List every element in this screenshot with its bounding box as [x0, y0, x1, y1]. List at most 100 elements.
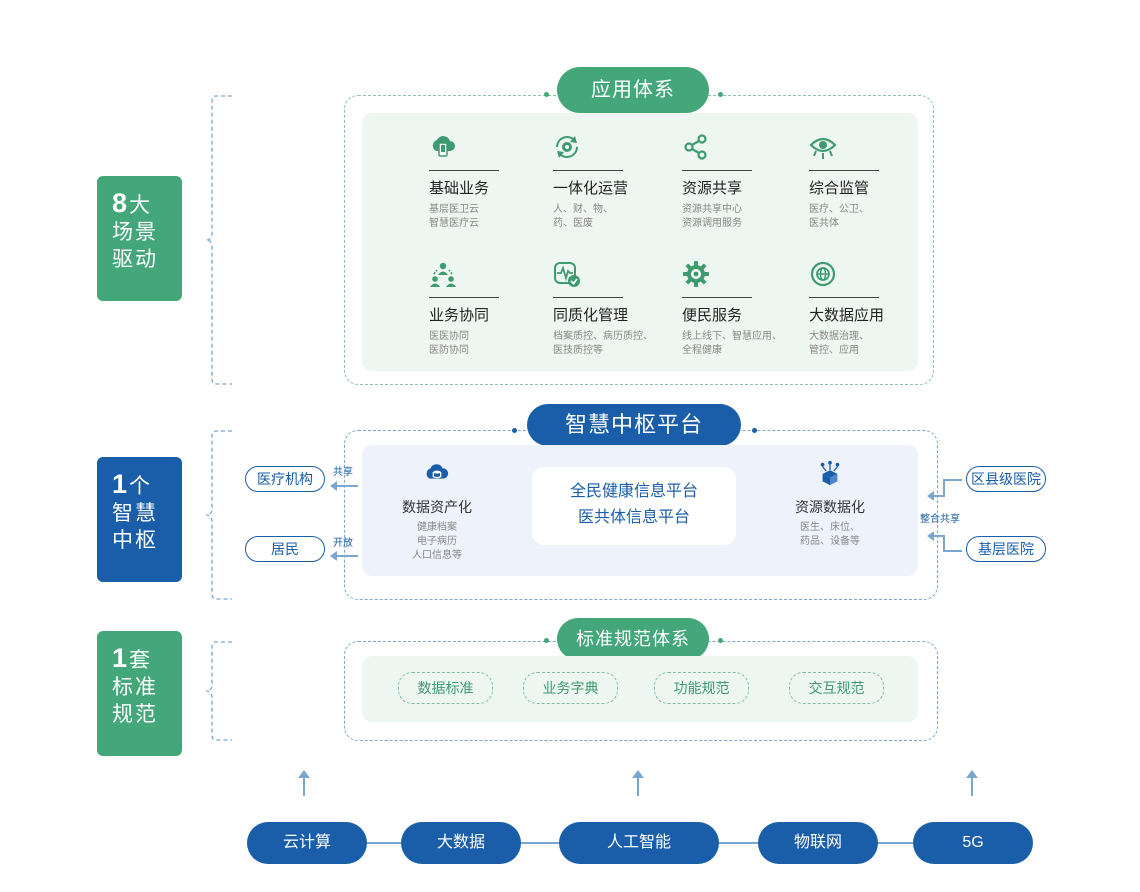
tech-ai: 人工智能: [559, 822, 719, 864]
hub-line3: 中枢: [112, 529, 158, 552]
share-icon: [684, 134, 707, 160]
share-label: 共享: [333, 467, 353, 478]
scene-driver-badge: 8大 场景 驱动: [97, 176, 182, 301]
cloud-phone-icon: [432, 136, 455, 157]
item-divider: [682, 170, 752, 171]
grassroots-hospital-pill: 基层医院: [966, 536, 1046, 562]
hub-title: 智慧中枢平台: [527, 404, 741, 446]
desc-line: 电子病历: [417, 536, 457, 547]
item-name: 业务协同: [429, 307, 490, 324]
eye-icon: [809, 137, 837, 159]
resource-datafication: 资源数据化 医生、床位、 药品、设备等: [775, 460, 885, 549]
app-system-title: 应用体系: [557, 67, 709, 113]
standard-title: 标准规范体系: [557, 618, 709, 660]
desc-line: 医生、床位、: [800, 522, 860, 533]
standard-item-dictionary: 业务字典: [523, 672, 618, 704]
standard-badge: 1套 标准 规范: [97, 631, 182, 756]
up-arrow-icon: [632, 770, 644, 796]
hub-count: 1: [112, 469, 130, 499]
scene-line3: 驱动: [112, 248, 158, 271]
item-name: 大数据应用: [809, 307, 885, 324]
brace-hub: [202, 430, 232, 600]
tech-5g: 5G: [913, 822, 1033, 864]
tech-big-data: 大数据: [401, 822, 521, 864]
item-desc: 大数据治理、管控、应用: [809, 330, 869, 358]
item-name: 便民服务: [682, 307, 743, 324]
connector-dot: [752, 428, 757, 433]
medical-institution-pill: 医疗机构: [245, 466, 325, 492]
item-desc-line: 医疗、公卫、: [809, 204, 869, 215]
tech-iot: 物联网: [758, 822, 878, 864]
team-icon: [430, 262, 456, 287]
item-desc-line: 基层医卫云: [429, 204, 479, 215]
brace-scene: [202, 95, 232, 385]
cloud-database-icon: [426, 464, 449, 479]
elbow-arrow-in-icon: [927, 479, 962, 500]
item-name: 基础业务: [429, 180, 490, 197]
connector-dot: [718, 638, 723, 643]
item-name: 资源共享: [682, 180, 743, 197]
standard-unit: 套: [129, 649, 153, 672]
integrate-share-label: 整合共享: [920, 514, 960, 525]
standard-item-function: 功能规范: [654, 672, 749, 704]
health-platform-card: 全民健康信息平台 医共体信息平台: [532, 467, 736, 545]
item-desc: 人、财、物、药、医废: [553, 203, 613, 231]
standard-panel: [362, 656, 918, 722]
left-arrow-icon: [330, 481, 358, 491]
item-desc-line: 药、医废: [553, 218, 593, 229]
item-desc: 医医协同医防协同: [429, 330, 469, 358]
item-divider: [682, 297, 752, 298]
item-desc-line: 大数据治理、: [809, 331, 869, 342]
item-desc-line: 医技质控等: [553, 345, 603, 356]
item-divider: [553, 170, 623, 171]
item-desc: 基层医卫云智慧医疗云: [429, 203, 479, 231]
item-desc-line: 资源共享中心: [682, 204, 742, 215]
open-label: 开放: [333, 538, 353, 549]
scene-unit: 大: [129, 194, 153, 217]
brace-standard: [202, 641, 232, 741]
connector-dot: [718, 92, 723, 97]
hub-badge: 1个 智慧 中枢: [97, 457, 182, 582]
item-desc: 资源共享中心资源调用服务: [682, 203, 742, 231]
center-line: 全民健康信息平台: [569, 483, 698, 500]
item-divider: [553, 297, 623, 298]
left-arrow-icon: [330, 551, 358, 561]
county-hospital-pill: 区县级医院: [966, 466, 1046, 492]
item-desc-line: 智慧医疗云: [429, 218, 479, 229]
standard-count: 1: [112, 643, 130, 673]
app-system-panel: [362, 113, 918, 371]
standard-item-interaction: 交互规范: [789, 672, 884, 704]
standard-item-data: 数据标准: [398, 672, 493, 704]
tech-cloud-computing: 云计算: [247, 822, 367, 864]
item-name: 综合监管: [809, 180, 870, 197]
elbow-arrow-in-icon: [927, 532, 962, 552]
pulse-check-icon: [554, 262, 580, 287]
hub-unit: 个: [129, 475, 153, 498]
desc-line: 药品、设备等: [800, 536, 860, 547]
center-line: 医共体信息平台: [577, 509, 690, 526]
item-name: 同质化管理: [553, 307, 629, 324]
up-arrow-icon: [298, 770, 310, 796]
standard-line3: 规范: [112, 703, 158, 726]
item-divider: [429, 297, 499, 298]
connector-dot: [512, 428, 517, 433]
standard-line2: 标准: [112, 676, 158, 699]
data-assetization-name: 数据资产化: [402, 499, 472, 515]
globe-icon: [810, 261, 836, 287]
desc-line: 健康档案: [417, 522, 457, 533]
scene-line2: 场景: [112, 221, 158, 244]
resource-datafication-name: 资源数据化: [795, 499, 865, 515]
item-divider: [809, 170, 879, 171]
up-arrow-icon: [966, 770, 978, 796]
item-desc-line: 医共体: [809, 218, 839, 229]
item-desc: 医疗、公卫、医共体: [809, 203, 869, 231]
scene-count: 8: [112, 188, 130, 218]
desc-line: 人口信息等: [412, 550, 462, 561]
item-desc-line: 医医协同: [429, 331, 469, 342]
hub-line2: 智慧: [112, 502, 158, 525]
gear-icon: [683, 261, 709, 287]
item-desc: 档案质控、病历质控、医技质控等: [553, 330, 653, 358]
item-desc-line: 资源调用服务: [682, 218, 742, 229]
item-desc-line: 线上线下、智慧应用、: [682, 331, 782, 342]
item-desc-line: 人、财、物、: [553, 204, 613, 215]
